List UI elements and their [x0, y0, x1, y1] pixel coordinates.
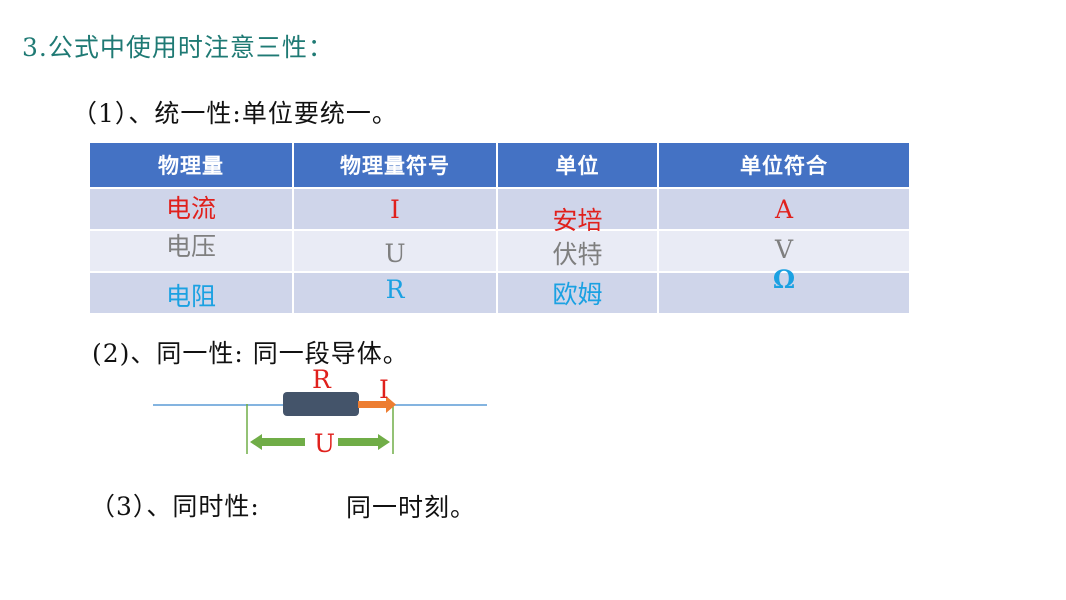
table-row-current: 电流 I 安培 A — [90, 187, 911, 235]
cell-unit: 安培 — [497, 187, 659, 235]
unit-voltage: 伏特 — [552, 240, 603, 269]
current-arrow-icon — [358, 396, 396, 413]
cell-unit-symbol: V — [658, 229, 911, 272]
point-2-sameness: (2)、同一性: 同一段导体。 — [92, 339, 409, 368]
voltage-label: U — [314, 429, 335, 458]
symbol-resistance: R — [385, 275, 405, 304]
cell-unit: 伏特 — [497, 229, 659, 272]
unit-symbol-voltage: V — [774, 235, 794, 264]
header-unit-symbol: 单位符合 — [658, 143, 911, 188]
cell-quantity: 电阻 — [90, 271, 294, 313]
quantity-resistance: 电阻 — [165, 282, 216, 311]
table-row-resistance: 电阻 R 欧姆 Ω — [90, 265, 911, 313]
header-symbol: 物理量符号 — [293, 143, 498, 188]
point-3-simultaneity-text: 同一时刻。 — [346, 493, 477, 522]
resistor-block — [283, 392, 359, 416]
resistor-label: R — [312, 365, 332, 394]
cell-symbol: I — [293, 187, 498, 230]
cell-unit-symbol: A — [658, 187, 911, 230]
unit-resistance: 欧姆 — [552, 280, 603, 309]
quantity-voltage: 电压 — [165, 232, 216, 261]
header-quantity: 物理量 — [90, 143, 294, 188]
cell-symbol: U — [293, 229, 498, 272]
cell-quantity: 电压 — [90, 229, 294, 272]
table-row-voltage: 电压 U 伏特 V — [90, 229, 911, 272]
cell-quantity: 电流 — [90, 187, 294, 230]
circuit-diagram: R I U — [153, 365, 487, 458]
units-table: 物理量 物理量符号 单位 单位符合 电流 I 安培 A 电压 U 伏特 V 电阻… — [90, 143, 911, 313]
current-label: I — [379, 375, 389, 404]
cell-unit: 欧姆 — [497, 271, 659, 313]
voltage-right-arrow-icon — [338, 434, 390, 450]
cell-unit-symbol: Ω — [658, 265, 911, 313]
quantity-current: 电流 — [165, 194, 216, 223]
unit-symbol-current: A — [774, 195, 794, 224]
symbol-voltage: U — [384, 239, 406, 268]
symbol-current: I — [390, 195, 400, 224]
header-unit: 单位 — [497, 143, 659, 188]
unit-symbol-resistance: Ω — [772, 265, 796, 294]
table-header-row: 物理量 物理量符号 单位 单位符合 — [90, 143, 911, 188]
slide-title: 3.公式中使用时注意三性： — [22, 33, 334, 62]
cell-symbol: R — [293, 271, 498, 313]
point-3-simultaneity-label: （3）、同时性: — [90, 492, 260, 521]
point-1-uniformity: （1）、统一性:单位要统一。 — [72, 99, 398, 128]
voltage-left-arrow-icon — [250, 434, 305, 450]
